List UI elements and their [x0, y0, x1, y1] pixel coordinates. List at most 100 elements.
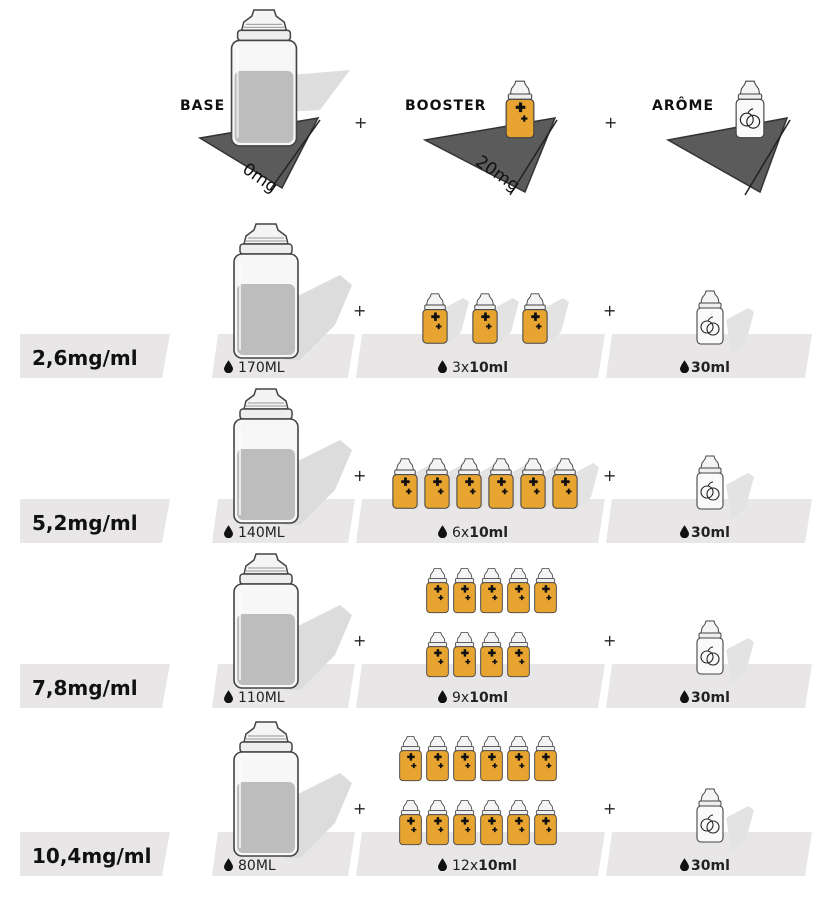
arome-bottle-icon	[696, 788, 724, 843]
base-label: BASE	[180, 98, 225, 114]
base-volume: 110ML	[238, 690, 285, 706]
arome-shadow	[726, 473, 754, 519]
booster-bottle-icon	[507, 568, 530, 614]
arome-band	[606, 334, 812, 378]
booster-bottle-icon	[426, 736, 449, 782]
booster-header-group: BOOSTER 20mg	[405, 80, 558, 196]
arome-shadow	[726, 638, 754, 684]
arome-volume: 30ml	[691, 690, 730, 706]
arome-shadow	[726, 308, 754, 354]
booster-size: 10ml	[469, 690, 508, 706]
base-shadow	[285, 70, 350, 112]
plus-sign: +	[604, 113, 617, 132]
booster-bottle-icon	[534, 736, 557, 782]
base-volume: 80ML	[238, 858, 276, 874]
booster-bottle-icon	[507, 736, 530, 782]
booster-count: 6x	[452, 525, 469, 541]
base-shadow	[285, 605, 352, 690]
strength-band	[20, 664, 170, 708]
plus-sign: +	[353, 466, 366, 485]
booster-bottle-icon	[426, 568, 449, 614]
booster-label: BOOSTER	[405, 98, 486, 114]
booster-bottle-icon	[505, 80, 535, 139]
booster-shadow	[441, 298, 469, 344]
base-bottle-icon	[233, 388, 299, 524]
arome-bottle-icon	[696, 620, 724, 675]
recipe-row: 10,4mg/ml 80ML + +12x10ml 30ml	[20, 721, 812, 876]
booster-volume: 12x10ml	[452, 858, 517, 874]
base-shadow	[285, 440, 352, 525]
base-volume: 140ML	[238, 525, 285, 541]
arome-bottle-icon	[696, 455, 724, 510]
arome-header-group: ARÔME	[652, 80, 791, 196]
booster-bottle-icon	[480, 800, 503, 846]
arome-bottle-icon	[696, 290, 724, 345]
strength-label: 10,4mg/ml	[32, 844, 152, 868]
booster-size: 10ml	[469, 360, 508, 376]
base-bottle-icon	[233, 223, 299, 359]
booster-bottle-icon	[507, 632, 530, 678]
strength-label: 2,6mg/ml	[32, 346, 138, 370]
arome-band	[606, 832, 812, 876]
base-header-group: BASE 0mg	[180, 8, 350, 197]
strength-band	[20, 832, 170, 876]
booster-bottle-icon	[534, 800, 557, 846]
strength-label: 5,2mg/ml	[32, 511, 138, 535]
booster-volume: 9x10ml	[452, 690, 508, 706]
booster-band	[356, 334, 605, 378]
base-shadow	[285, 773, 352, 858]
booster-bottle-icon	[422, 293, 448, 344]
booster-count: 9x	[452, 690, 469, 706]
base-shadow	[285, 275, 352, 360]
booster-volume: 3x10ml	[452, 360, 508, 376]
plus-sign: +	[603, 301, 616, 320]
booster-bottle-icon	[399, 800, 422, 846]
strength-band	[20, 499, 170, 543]
base-volume: 170ML	[238, 360, 285, 376]
plus-sign: +	[603, 466, 616, 485]
arome-shadow	[726, 806, 754, 852]
booster-shadow	[571, 463, 599, 509]
plus-sign: +	[603, 631, 616, 650]
plus-sign: +	[603, 799, 616, 818]
base-bottle-icon	[233, 721, 299, 857]
arome-band	[606, 499, 812, 543]
booster-bottle-icon	[480, 736, 503, 782]
booster-bottle-icon	[426, 800, 449, 846]
arome-label: ARÔME	[652, 96, 714, 114]
booster-bottle-icon	[472, 293, 498, 344]
booster-band	[356, 664, 605, 708]
booster-bottle-icon	[426, 632, 449, 678]
booster-bottle-icon	[480, 632, 503, 678]
booster-bottle-icon	[453, 632, 476, 678]
base-bottle-icon	[230, 8, 298, 147]
header-section: BASE 0mg + BOOSTER 20mg + ARÔME	[180, 8, 791, 197]
booster-bottle-icon	[522, 293, 548, 344]
booster-bottle-icon	[480, 568, 503, 614]
booster-bottle-icon	[534, 568, 557, 614]
booster-size: 10ml	[478, 858, 517, 874]
arome-volume: 30ml	[691, 525, 730, 541]
arome-volume: 30ml	[691, 360, 730, 376]
booster-shadow	[491, 298, 519, 344]
plus-sign: +	[354, 113, 367, 132]
booster-bottle-icon	[392, 458, 418, 509]
plus-sign: +	[353, 799, 366, 818]
arome-volume: 30ml	[691, 858, 730, 874]
booster-count: 12x	[452, 858, 478, 874]
booster-bottle-icon	[453, 568, 476, 614]
booster-band	[356, 499, 605, 543]
booster-shadow	[541, 298, 569, 344]
booster-bottle-icon	[507, 800, 530, 846]
recipe-row: 5,2mg/ml 140ML + +6x10ml 30ml	[20, 388, 812, 543]
arome-band	[606, 664, 812, 708]
booster-count: 3x	[452, 360, 469, 376]
booster-bottle-icon	[453, 736, 476, 782]
booster-size: 10ml	[469, 525, 508, 541]
base-bottle-icon	[233, 553, 299, 689]
strength-label: 7,8mg/ml	[32, 676, 138, 700]
